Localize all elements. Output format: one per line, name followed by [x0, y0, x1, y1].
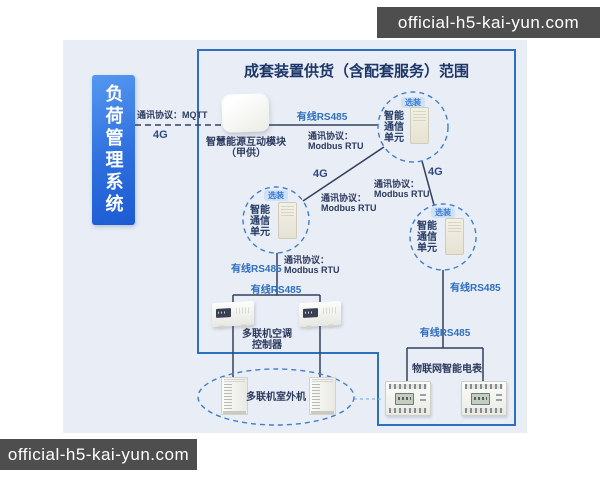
optional-badge-3: 选装 [431, 207, 455, 218]
comm-unit-3-line2: 通信 [417, 232, 437, 243]
comm-unit-3-line3: 单元 [417, 243, 437, 254]
label-modbus-top: 通讯协议： Modbus RTU [308, 131, 364, 151]
label-modbus-top-line1: 通讯协议： [308, 131, 354, 141]
smart-meter-right-terminals-top [465, 384, 503, 389]
ac-controller-left-foot2 [241, 324, 247, 329]
ac-controller-label: 多联机空调 控制器 [242, 329, 292, 351]
label-modbus-mid-line1: 通讯协议： [321, 193, 367, 203]
comm-unit-1-device [410, 107, 429, 144]
comm-unit-circle-3 [409, 203, 477, 271]
outdoor-unit-right-grille [312, 384, 320, 410]
watermark-top-right: official-h5-kai-yun.com [377, 7, 600, 38]
comm-unit-2-device [278, 202, 297, 239]
outdoor-units-ellipse [197, 368, 355, 426]
comm-unit-2-line1: 智能 [250, 205, 270, 216]
smart-meter-label: 物联网智能电表 [412, 364, 482, 375]
comm-unit-1-line3: 单元 [384, 133, 404, 144]
gateway-label: 智慧能源互动模块 （甲供） [206, 137, 286, 159]
outdoor-unit-right [309, 377, 336, 415]
smart-meter-left-terminals-top [389, 384, 427, 389]
comm-unit-3-device [445, 218, 464, 255]
comm-unit-3-line1: 智能 [417, 221, 437, 232]
comm-unit-circle-2 [242, 186, 310, 254]
ac-controller-right-vents [323, 307, 337, 314]
label-modbus-mid-down: 通讯协议： Modbus RTU [284, 255, 340, 275]
gateway-label-line2: （甲供） [226, 148, 266, 159]
link-4g-circle1-circle2 [302, 146, 385, 202]
label-rs485-bracket-mid: 有线RS485 [250, 285, 302, 296]
ac-controller-label-line2: 控制器 [252, 340, 282, 351]
outdoor-unit-left-base [223, 411, 246, 414]
label-protocol-mqtt: 通讯协议：MQTT [137, 110, 208, 120]
outdoor-unit-label: 多联机室外机 [246, 392, 306, 403]
label-modbus-mid: 通讯协议： Modbus RTU [321, 193, 377, 213]
smart-meter-right-buttons [496, 394, 502, 402]
comm-unit-2-line2: 通信 [250, 216, 270, 227]
label-4g-mid: 4G [313, 168, 328, 180]
outdoor-unit-right-top [312, 379, 333, 383]
gateway-label-line1: 智慧能源互动模块 [206, 137, 286, 148]
label-4g-mqtt: 4G [153, 129, 168, 141]
link-4g-circle1-circle3 [421, 160, 435, 206]
label-rs485-mid-down: 有线RS485 [231, 264, 282, 275]
comm-unit-1-line1: 智能 [384, 111, 404, 122]
comm-unit-1-line2: 通信 [384, 122, 404, 133]
ac-controller-right [299, 300, 341, 330]
load-management-banner: 负荷管理系统 [92, 75, 135, 225]
gateway-device [221, 93, 270, 133]
comm-unit-3-label: 智能 通信 单元 [417, 221, 437, 254]
comm-unit-2-label: 智能 通信 单元 [250, 205, 270, 238]
smart-meter-left-terminals-bottom [389, 408, 427, 413]
label-modbus-top-line2: Modbus RTU [308, 141, 364, 151]
ac-controller-left-foot [219, 325, 225, 330]
smart-meter-left-buttons [420, 394, 426, 402]
label-rs485-top: 有线RS485 [296, 112, 348, 123]
label-4g-right: 4G [428, 166, 443, 178]
banner-title: 负荷管理系统 [103, 84, 124, 216]
comm-unit-3-device-lines [448, 222, 461, 234]
label-modbus-mid-down-line1: 通讯协议： [284, 255, 330, 265]
label-modbus-mid-line2: Modbus RTU [321, 203, 377, 213]
label-rs485-right-down: 有线RS485 [450, 283, 501, 294]
comm-unit-2-device-lines [281, 206, 294, 218]
watermark-bottom-left: official-h5-kai-yun.com [0, 439, 197, 470]
comm-unit-circle-1 [377, 91, 449, 163]
scope-title: 成套装置供货（含配套服务）范围 [243, 63, 469, 80]
outdoor-unit-left-top [224, 379, 245, 383]
ac-controller-left-screen [216, 308, 231, 318]
label-modbus-right-line2: Modbus RTU [374, 189, 430, 199]
ac-controller-label-line1: 多联机空调 [242, 329, 292, 340]
ac-controller-left [212, 300, 254, 330]
ac-controller-right-screen [303, 308, 318, 318]
smart-meter-left [385, 381, 431, 416]
optional-badge-1: 选装 [401, 97, 425, 108]
smart-meter-right-lcd [471, 393, 490, 405]
ac-controller-right-foot [306, 325, 312, 330]
smart-meter-right-terminals-bottom [465, 408, 503, 413]
smart-meter-left-lcd [395, 393, 414, 405]
comm-unit-1-label: 智能 通信 单元 [384, 111, 404, 144]
scope-border [197, 49, 516, 426]
ac-controller-left-vents [236, 307, 250, 314]
comm-unit-1-device-lines [413, 111, 426, 123]
label-modbus-right: 通讯协议： Modbus RTU [374, 179, 430, 199]
label-modbus-right-line1: 通讯协议： [374, 179, 420, 189]
outdoor-unit-left [221, 377, 248, 415]
outdoor-unit-left-grille [224, 384, 232, 410]
ac-controller-right-foot2 [328, 324, 334, 329]
comm-unit-2-line3: 单元 [250, 227, 270, 238]
label-modbus-mid-down-line2: Modbus RTU [284, 265, 340, 275]
outdoor-unit-right-base [311, 411, 334, 414]
label-rs485-bracket-right: 有线RS485 [419, 328, 471, 339]
smart-meter-right [461, 381, 507, 416]
optional-badge-2: 选装 [264, 190, 288, 201]
